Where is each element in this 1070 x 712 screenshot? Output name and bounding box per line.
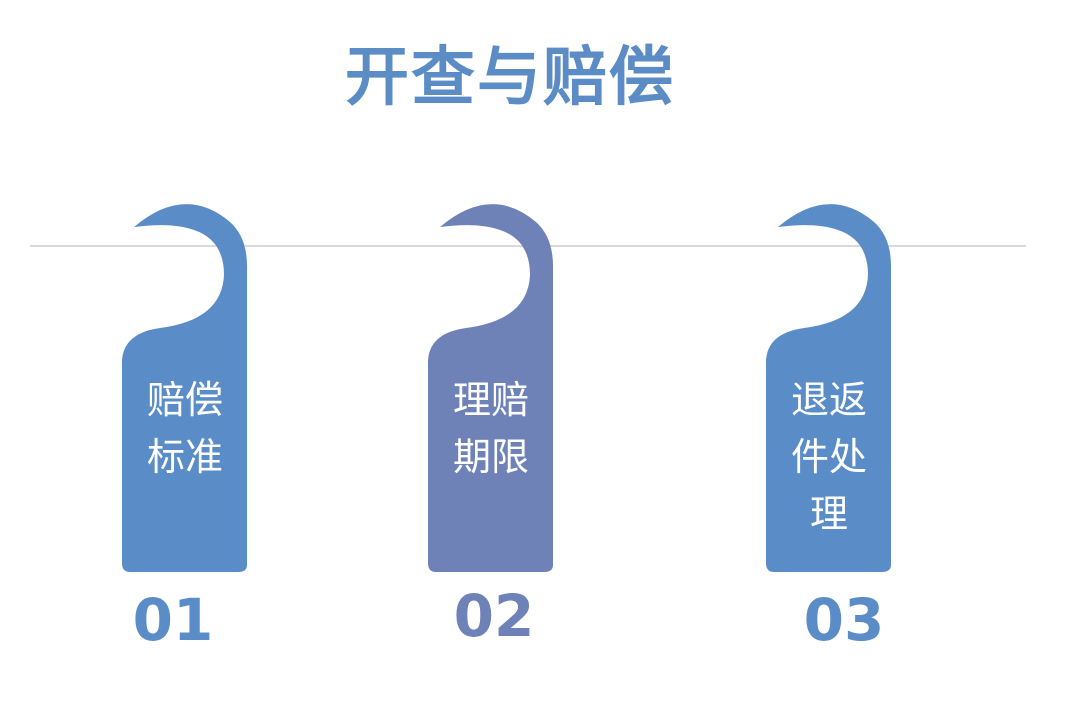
tag-number-1: 01	[132, 586, 214, 654]
tag-body	[428, 204, 554, 572]
door-hanger-shape	[428, 204, 554, 572]
tag-body	[766, 204, 892, 572]
door-hanger-shape	[122, 204, 248, 572]
page-title: 开查与赔偿	[345, 41, 675, 115]
tag-body	[122, 204, 248, 572]
door-hanger-tag-1: 赔偿 标准	[120, 200, 250, 572]
tag-number-3: 03	[803, 586, 885, 654]
tag-label: 赔偿 标准	[146, 378, 223, 479]
tag-label: 退返 件处 理	[790, 378, 867, 536]
tag-number-2: 02	[453, 582, 535, 650]
door-hanger-tag-2: 理赔 期限	[426, 200, 556, 572]
tag-label: 理赔 期限	[452, 378, 529, 479]
door-hanger-tag-3: 退返 件处 理	[764, 200, 894, 572]
door-hanger-shape	[766, 204, 892, 572]
